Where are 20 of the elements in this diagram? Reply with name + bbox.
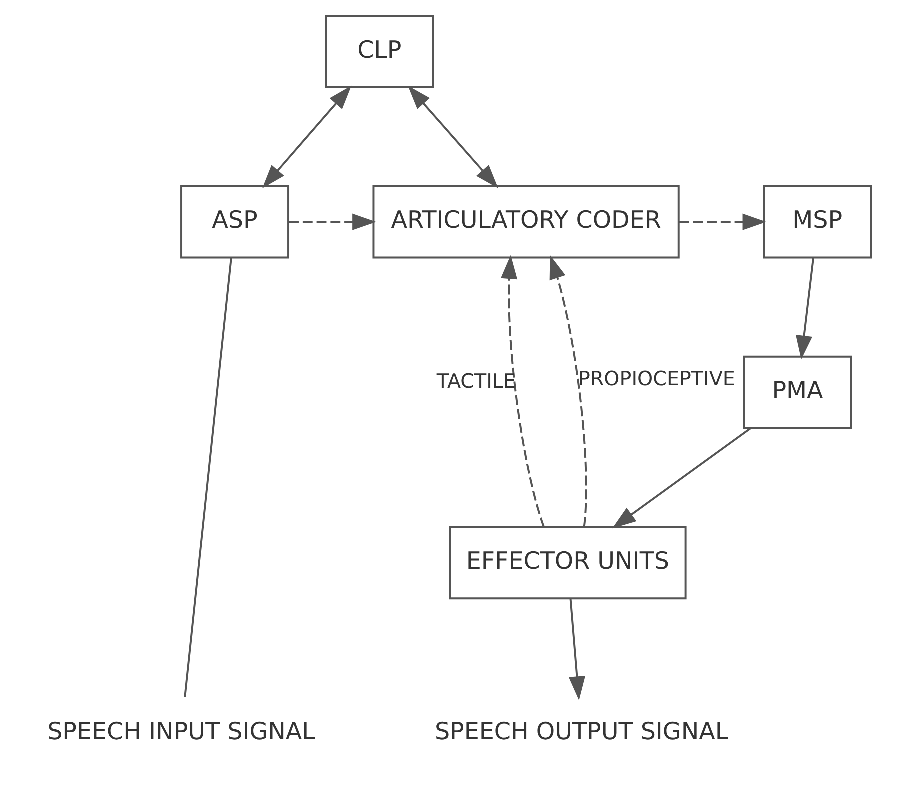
node-box: MSP bbox=[763, 185, 872, 259]
edge-label: TACTILE bbox=[436, 370, 516, 394]
node-text: SPEECH INPUT SIGNAL bbox=[48, 717, 316, 746]
edge-label: PROPIOCEPTIVE bbox=[578, 367, 736, 390]
node-box: ASP bbox=[180, 185, 290, 259]
arrow bbox=[500, 255, 546, 528]
arrow bbox=[612, 428, 752, 529]
node-box: PMA bbox=[743, 356, 852, 430]
arrow bbox=[568, 599, 586, 700]
node-text: SPEECH OUTPUT SIGNAL bbox=[434, 717, 729, 746]
node-box: CLP bbox=[325, 15, 434, 88]
arrow bbox=[550, 255, 588, 528]
arrow bbox=[262, 86, 352, 188]
connector bbox=[184, 258, 232, 698]
arrow bbox=[289, 214, 376, 230]
arrow bbox=[679, 214, 767, 230]
node-box: ARTICULATORY CODER bbox=[372, 185, 680, 259]
arrow bbox=[408, 86, 498, 188]
node-box: EFFECTOR UNITS bbox=[449, 526, 687, 600]
arrow bbox=[796, 258, 814, 360]
